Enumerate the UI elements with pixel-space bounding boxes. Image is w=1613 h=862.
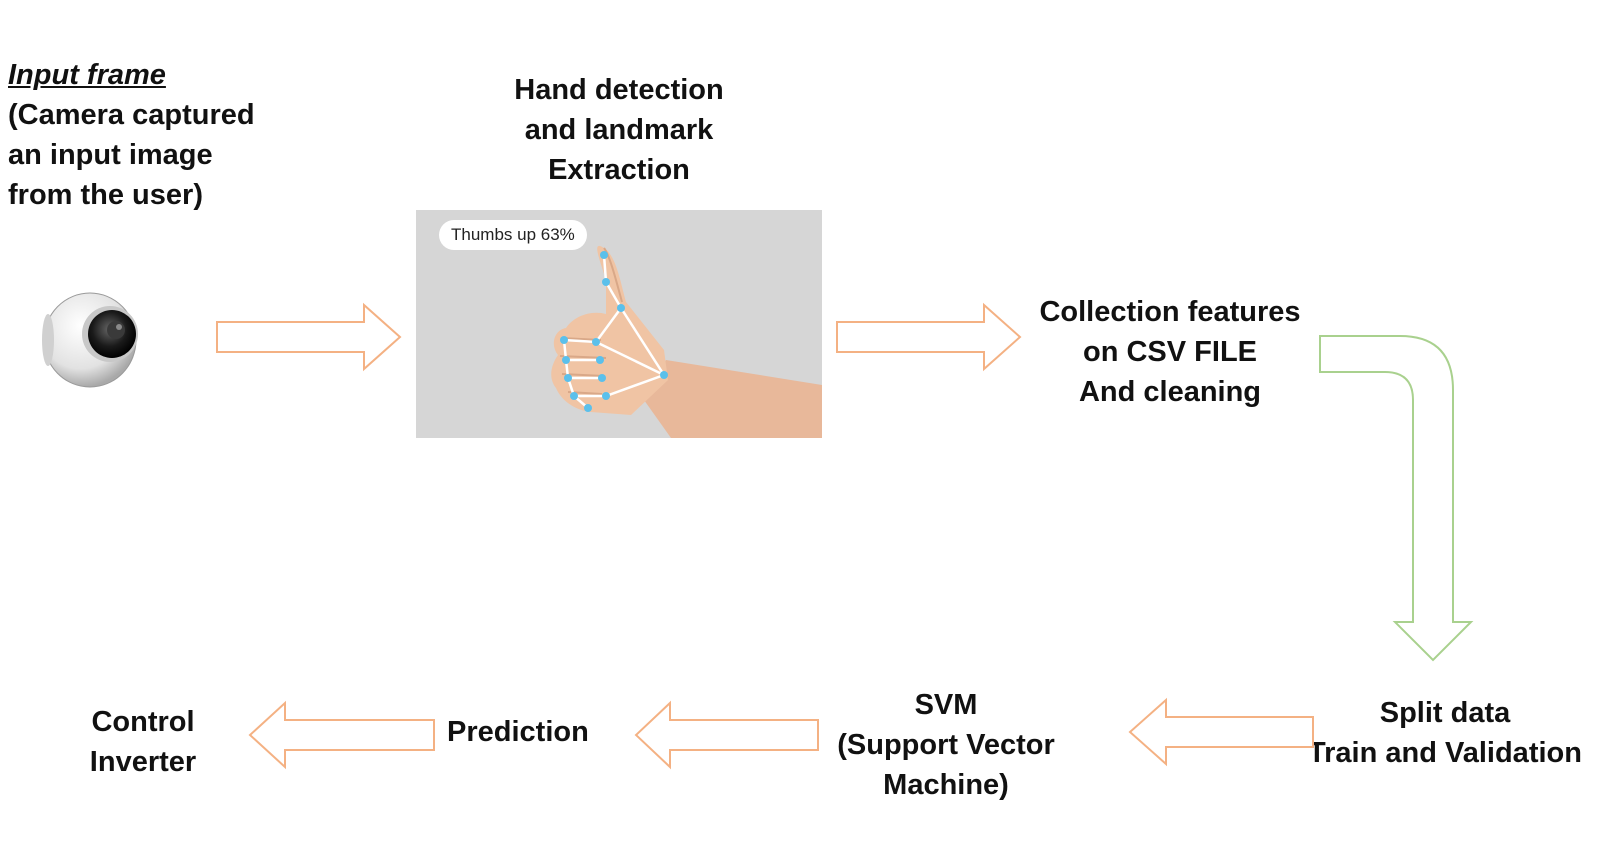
input-frame-desc-line1: (Camera captured bbox=[8, 99, 255, 131]
control-inverter-label: Control Inverter bbox=[68, 702, 218, 782]
split-data-line1: Split data bbox=[1379, 697, 1511, 729]
input-frame-desc-line3: from the user) bbox=[8, 179, 203, 211]
collection-label: Collection features on CSV FILE And clea… bbox=[1020, 292, 1320, 412]
collection-line3: And cleaning bbox=[1078, 376, 1262, 408]
svm-label: SVM (Support Vector Machine) bbox=[816, 685, 1076, 805]
input-frame-label: Input frame (Camera captured an input im… bbox=[8, 55, 255, 215]
svm-line2: (Support Vector bbox=[837, 729, 1055, 761]
arrow-elbow-down-icon bbox=[1319, 335, 1474, 662]
control-line2: Inverter bbox=[89, 746, 197, 778]
thumbs-up-hand-landmarks bbox=[551, 245, 822, 438]
collection-line1: Collection features bbox=[1039, 296, 1301, 328]
arrow-right-icon bbox=[216, 302, 402, 372]
split-data-label: Split data Train and Validation bbox=[1300, 693, 1590, 773]
gesture-confidence-badge: Thumbs up 63% bbox=[439, 220, 587, 250]
hand-detection-line1: Hand detection bbox=[514, 74, 724, 106]
prediction-label: Prediction bbox=[447, 716, 589, 748]
arrow-right-icon bbox=[836, 302, 1022, 372]
svm-line3: Machine) bbox=[883, 769, 1009, 801]
split-data-line2: Train and Validation bbox=[1308, 737, 1582, 769]
arrow-left-icon bbox=[634, 700, 819, 770]
arrow-left-icon bbox=[1128, 697, 1314, 767]
arrow-left-icon bbox=[248, 700, 435, 770]
collection-line2: on CSV FILE bbox=[1083, 336, 1257, 368]
hand-landmark-image: Thumbs up 63% bbox=[416, 210, 822, 438]
hand-detection-label: Hand detection and landmark Extraction bbox=[456, 70, 782, 190]
input-frame-desc-line2: an input image bbox=[8, 139, 213, 171]
control-line1: Control bbox=[91, 706, 195, 738]
svm-line1: SVM bbox=[914, 689, 978, 721]
input-frame-title: Input frame bbox=[8, 59, 166, 91]
hand-detection-line3: Extraction bbox=[548, 154, 690, 186]
dome-camera-icon bbox=[40, 286, 144, 392]
hand-detection-line2: and landmark bbox=[524, 114, 714, 146]
